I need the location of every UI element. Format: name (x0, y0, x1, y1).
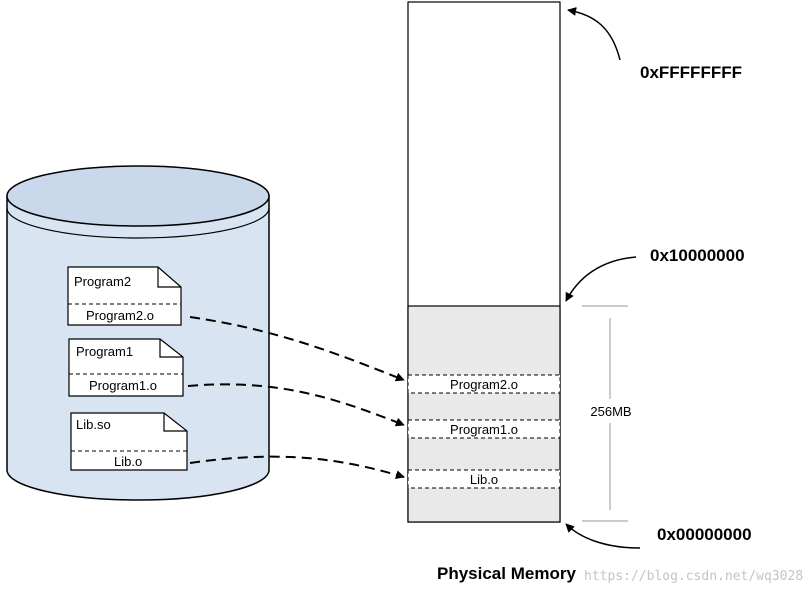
memory-used-region (407, 305, 561, 523)
disk-top (6, 165, 270, 227)
file-program1: Program1 Program1.o (68, 338, 184, 397)
file-program1-object: Program1.o (89, 378, 157, 393)
address-arrows (565, 7, 641, 549)
file-libso: Lib.so Lib.o (70, 412, 188, 471)
arrow-top-address (567, 7, 621, 61)
memory-slot-lib (407, 469, 561, 489)
size-dimension: 256MB (582, 305, 632, 522)
arrow-bottom-address (565, 523, 641, 549)
watermark-text: https://blog.csdn.net/wq3028 (584, 569, 803, 584)
address-top: 0xFFFFFFFF (640, 63, 742, 82)
disk-rim (6, 207, 270, 239)
memory-slot-program2-label: Program2.o (450, 377, 518, 392)
file-program2-object: Program2.o (86, 308, 154, 323)
memory-slot-program1-label: Program1.o (450, 422, 518, 437)
arrow-program1 (187, 383, 405, 427)
memory-block: Program2.o Program1.o Lib.o (407, 1, 561, 523)
file-libso-object: Lib.o (114, 454, 142, 469)
arrow-middle-address (565, 256, 637, 302)
address-middle: 0x10000000 (650, 246, 745, 265)
file-program2: Program2 Program2.o (67, 266, 182, 326)
memory-slot-program1 (407, 419, 561, 439)
file-libso-name: Lib.so (76, 417, 111, 432)
load-arrows (187, 316, 405, 480)
address-bottom: 0x00000000 (657, 525, 752, 544)
memory-title: Physical Memory (437, 564, 576, 583)
size-label: 256MB (590, 404, 631, 419)
memory-slot-program2 (407, 374, 561, 394)
file-program2-name: Program2 (74, 274, 131, 289)
arrow-program2 (189, 316, 405, 382)
arrow-lib (189, 455, 405, 480)
file-program1-name: Program1 (76, 344, 133, 359)
memory-slot-lib-label: Lib.o (470, 472, 498, 487)
